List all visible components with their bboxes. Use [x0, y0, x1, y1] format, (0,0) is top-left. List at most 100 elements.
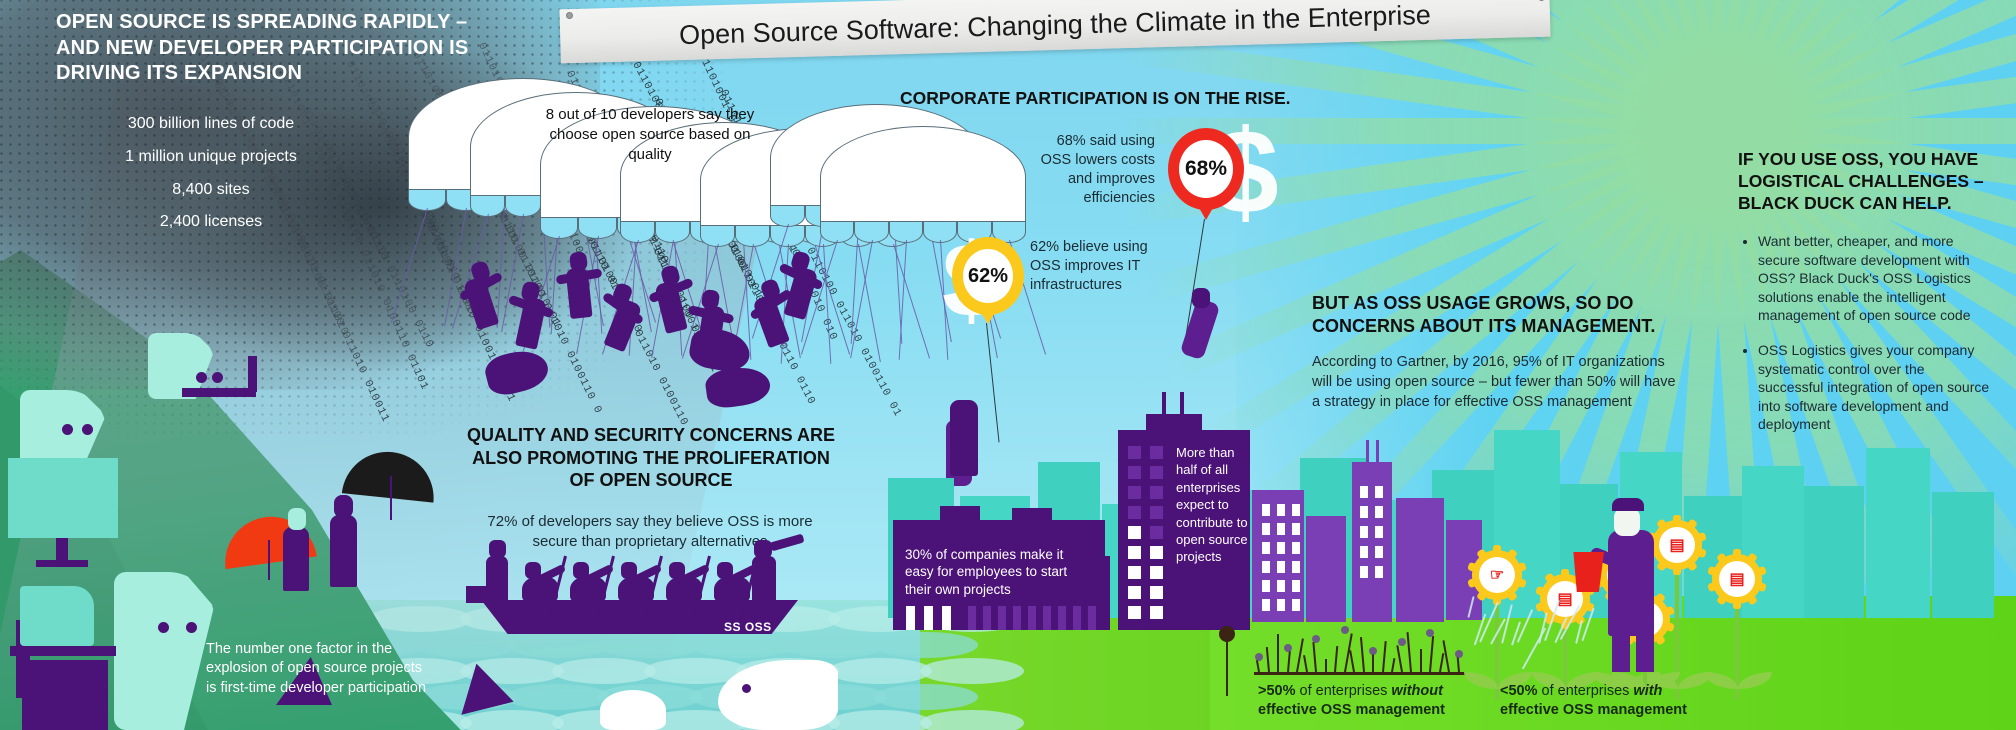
dead-stem: [1372, 654, 1374, 672]
gardener-body: [1608, 530, 1654, 636]
parachute-cord: [898, 239, 907, 360]
building-window: [1360, 526, 1368, 538]
building-window: [1292, 599, 1300, 611]
box-window-white: [906, 606, 915, 630]
figure-eye: [196, 372, 207, 383]
laptop-2: [182, 388, 256, 397]
umbrella-handle-2: [390, 476, 392, 520]
dead-flower-head: [1340, 626, 1349, 634]
desk-top-3: [10, 646, 116, 656]
building-window: [1292, 523, 1300, 535]
building-window: [1292, 504, 1300, 516]
dead-stem: [1277, 634, 1279, 672]
stat-68-text: 68% said using OSS lowers costs and impr…: [1040, 133, 1155, 206]
management-headline: BUT AS OSS USAGE GROWS, SO DO CONCERNS A…: [1312, 293, 1656, 336]
mountain-caption: The number one factor in the explosion o…: [206, 641, 427, 696]
corporate-headline: CORPORATE PARTICIPATION IS ON THE RISE.: [900, 88, 1291, 108]
figure-eye: [186, 622, 197, 633]
box-window-white: [924, 606, 933, 630]
building-window: [1262, 580, 1270, 592]
stat-item: 300 billion lines of code: [127, 115, 295, 132]
dead-garden-ground: [1254, 672, 1466, 675]
left-headline: OPEN SOURCE IS SPREADING RAPIDLY – AND N…: [56, 11, 469, 85]
garden-left-em: without: [1391, 683, 1443, 699]
dead-stem: [1324, 659, 1327, 672]
laptop-screen-2: [248, 356, 257, 392]
balloon-68: 68%: [1168, 128, 1244, 210]
figure-eye: [158, 622, 169, 633]
dead-flower-head: [1255, 653, 1263, 661]
delivery-truck-icon: ▤: [1719, 561, 1755, 597]
balloon-62-value: 62%: [963, 249, 1013, 303]
blackduck-headline: IF YOU USE OSS, YOU HAVE LOGISTICAL CHAL…: [1738, 149, 1984, 214]
businessman-city: [950, 400, 978, 476]
tower-window: [1128, 446, 1141, 459]
person-head: [288, 508, 306, 530]
tower-window: [1128, 486, 1141, 499]
floating-person-1-head: [1192, 288, 1210, 308]
wave: [828, 658, 932, 684]
boat-coxswain-head: [489, 540, 506, 558]
building-window: [1277, 599, 1285, 611]
dead-flower-head: [1397, 638, 1406, 646]
parachute-scallop: [991, 221, 1026, 243]
garden-right-mid: of enterprises: [1537, 683, 1634, 699]
wave-splash: [600, 690, 666, 730]
figure-eye: [212, 372, 223, 383]
box-window-purple: [1073, 606, 1081, 630]
gear-flower: ▤: [1647, 515, 1707, 575]
tower-window: [1150, 566, 1163, 579]
ribbon-pin-left: [566, 12, 573, 19]
garden-right-line2: effective OSS management: [1500, 701, 1687, 718]
building-window: [1292, 561, 1300, 573]
boat-rower-head: [525, 562, 541, 579]
building-window: [1277, 542, 1285, 554]
building-window: [1262, 542, 1270, 554]
monitor-1: [8, 458, 118, 538]
dead-flower-head: [1454, 650, 1463, 658]
flower-stem: [1563, 622, 1567, 700]
stat-item: 8,400 sites: [172, 180, 250, 198]
building-mid: [1306, 516, 1346, 622]
cabinet-3: [22, 660, 108, 730]
boat-lookout-head: [754, 540, 772, 558]
tower-window: [1150, 466, 1163, 479]
monitor-stand-1: [56, 538, 68, 564]
whale-eye: [742, 684, 751, 693]
building-window: [1375, 566, 1383, 578]
building-window: [1262, 523, 1270, 535]
box-window-purple: [1043, 606, 1051, 630]
building-back: [1866, 448, 1930, 618]
figure-eye: [82, 424, 93, 435]
list-edit-icon: ▤: [1659, 527, 1695, 563]
box-window-purple: [1058, 606, 1066, 630]
boat-rower-head: [621, 562, 637, 579]
flower-stem: [1495, 598, 1499, 700]
tower-window: [1128, 606, 1141, 619]
garden-left-mid: of enterprises: [1295, 683, 1392, 699]
balloon-68-value: 68%: [1179, 140, 1233, 198]
dead-flower-head: [1426, 629, 1434, 637]
figure-eye: [62, 424, 73, 435]
building-window: [1277, 523, 1285, 535]
building-window: [1375, 506, 1383, 518]
building-back: [1932, 492, 1994, 618]
briefcase-icon: [466, 586, 488, 603]
tower-window: [1150, 606, 1163, 619]
gardener-leg-r: [1636, 634, 1654, 672]
building-window: [1262, 504, 1270, 516]
wave: [920, 710, 1024, 730]
wave: [874, 632, 978, 658]
building-window: [1360, 506, 1368, 518]
building-window: [1292, 580, 1300, 592]
lone-dead-head: [1219, 626, 1235, 642]
tower-window: [1150, 526, 1163, 539]
blackduck-bullet: Want better, cheaper, and more secure so…: [1758, 232, 1992, 325]
flower-stem: [1735, 602, 1739, 700]
person-head-2: [334, 495, 353, 518]
building-window: [1277, 504, 1285, 516]
tower-antenna: [1180, 392, 1184, 416]
box-window-purple: [1028, 606, 1036, 630]
